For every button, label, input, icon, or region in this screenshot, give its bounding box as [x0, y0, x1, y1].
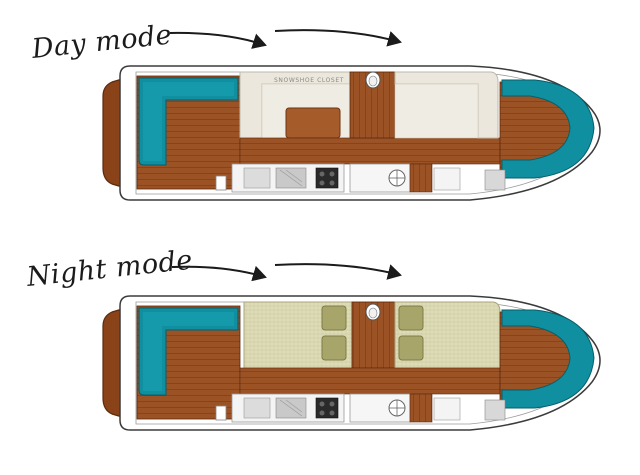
curved-arrow-icon: [169, 31, 267, 49]
teal-sofa: [138, 307, 239, 396]
pillow-icon: [321, 335, 347, 361]
day-mode-boat-plan: SNOWSHOE CLOSET: [102, 29, 601, 201]
night-mode-boat-plan: [102, 263, 601, 431]
curved-arrow-icon: [171, 265, 267, 282]
curved-arrow-icon: [274, 263, 402, 280]
dinette-table: [285, 107, 341, 139]
stove-icon: [315, 167, 339, 189]
curved-arrow-icon: [274, 29, 402, 47]
teal-sofa: [138, 77, 239, 166]
pillow-icon: [398, 335, 424, 361]
pillow-icon: [398, 305, 424, 331]
bow-cushion: [501, 309, 595, 409]
bow-cushion: [501, 79, 595, 179]
pillow-icon: [321, 305, 347, 331]
stove-icon: [315, 397, 339, 419]
closet-text: SNOWSHOE CLOSET: [274, 77, 344, 84]
